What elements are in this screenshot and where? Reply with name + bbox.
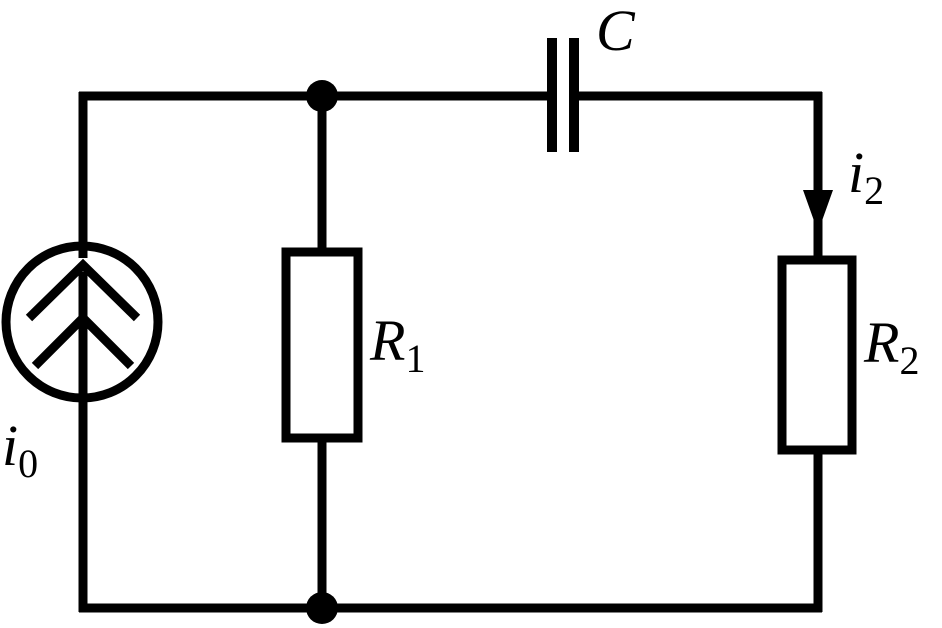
current-source-chevron-lower [31, 311, 135, 370]
source-i0-symbol: i [2, 413, 18, 478]
resistor-r1 [281, 247, 363, 443]
capacitor-c [547, 38, 579, 152]
capacitor-label: C [596, 0, 636, 63]
resistor-r1-subscript: 1 [405, 336, 425, 381]
source-i0-subscript: 0 [18, 441, 38, 486]
resistor-r2-label-group: R2 [863, 310, 919, 383]
wires [78, 91, 823, 613]
current-source-i0 [1, 241, 163, 403]
resistor-r1-label-group: R1 [369, 308, 425, 381]
junction-dot-top [306, 80, 338, 112]
current-source-chevron-upper [25, 258, 141, 322]
junction-dot-bottom [306, 592, 338, 624]
resistor-r2-symbol: R [863, 310, 899, 375]
source-i0-label-group: i0 [2, 413, 38, 486]
current-i2-subscript: 2 [864, 168, 884, 213]
current-arrow-i2 [803, 190, 833, 232]
current-i2-label-group: i2 [848, 140, 884, 213]
current-i2-symbol: i [848, 140, 864, 205]
resistor-r2-subscript: 2 [899, 338, 919, 383]
resistor-r1-symbol: R [369, 308, 405, 373]
resistor-r2 [777, 255, 857, 455]
